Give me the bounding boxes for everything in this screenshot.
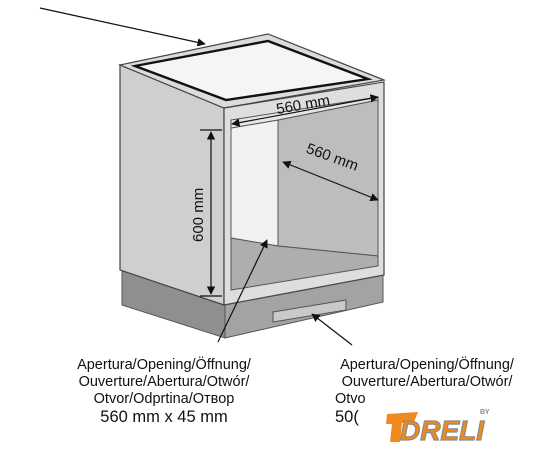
caption-right-size: 50( <box>335 408 359 426</box>
caption-right-line-1: Apertura/Opening/Öffnung/ <box>340 357 514 373</box>
caption-right-line-2: Ouverture/Abertura/Otwór/ <box>341 374 513 390</box>
cooktop <box>130 39 373 102</box>
opening-floor <box>230 237 379 291</box>
cooktop-callout-line <box>39 7 206 47</box>
caption-left-line-3: Otvor/Odprtina/Отвор <box>93 391 235 407</box>
depth-dimension-line <box>282 160 379 202</box>
opening-caption-right: Apertura/Opening/Öffnung/ Ouverture/Aber… <box>315 357 539 426</box>
left-caption-leader <box>217 239 268 343</box>
logo-superscript: BY <box>480 409 490 416</box>
right-caption-leader <box>311 313 353 346</box>
opening-caption-left: Apertura/Opening/Öffnung/ Ouverture/Aber… <box>52 357 276 426</box>
caption-left-size: 560 mm x 45 mm <box>100 408 228 426</box>
caption-left-line-1: Apertura/Opening/Öffnung/ <box>77 357 251 373</box>
plinth-vent-slot <box>272 299 347 323</box>
opening-back-wall <box>277 99 379 257</box>
width-dimension-line <box>231 94 379 127</box>
caption-right-line-3: Otvo <box>335 391 366 407</box>
logo-wordmark: DRELI <box>400 415 485 446</box>
caption-left-line-2: Ouverture/Abertura/Otwór/ <box>78 374 250 390</box>
logo-drill-shape <box>386 412 418 442</box>
height-dimension-label: 600 mm <box>190 188 207 242</box>
opening-left-wall <box>230 119 279 247</box>
dreli-logo: DRELI BY <box>384 404 496 446</box>
